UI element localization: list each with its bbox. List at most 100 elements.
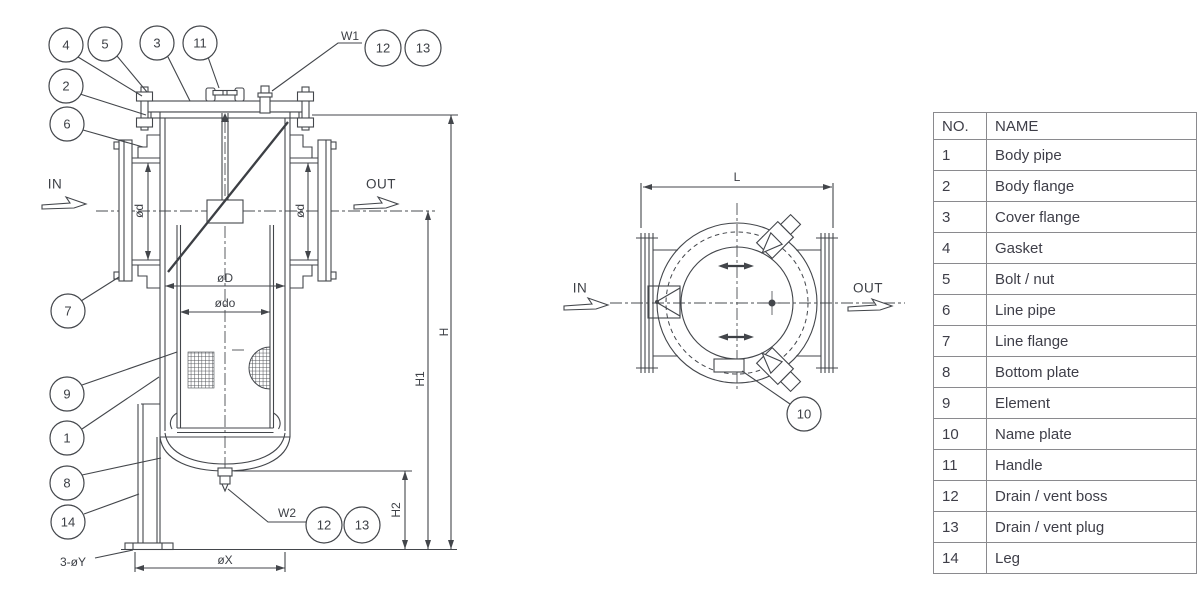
in-arrow-icon-top (563, 296, 610, 311)
balloon-3: 3 (139, 25, 175, 61)
w2-label: W2 (278, 506, 296, 520)
handle (205, 87, 245, 102)
drain-boss-w2 (217, 467, 233, 493)
out-arrow-icon (353, 195, 400, 210)
svg-text:3: 3 (153, 36, 160, 51)
balloon-2: 2 (48, 68, 84, 104)
svg-text:L: L (734, 170, 741, 184)
svg-text:ød: ød (132, 204, 146, 218)
svg-text:øX: øX (217, 553, 232, 567)
leg (124, 403, 174, 551)
svg-text:5: 5 (101, 37, 108, 52)
dim-d-left: ød (132, 163, 151, 260)
svg-text:H2: H2 (389, 502, 403, 518)
dim-h: H (312, 114, 458, 549)
front-view: IN OUT H H1 H2 (41, 25, 458, 572)
svg-text:14: 14 (61, 515, 75, 530)
svg-text:8: 8 (63, 476, 70, 491)
element-basket (169, 225, 281, 434)
svg-text:12: 12 (317, 518, 331, 533)
flow-out-top: OUT (847, 281, 894, 312)
vent-boss-w1 (257, 85, 273, 114)
mesh-dome (248, 346, 271, 390)
line-flange-right (317, 139, 337, 282)
balloon-11: 11 (182, 25, 218, 61)
bolt-right (296, 86, 315, 131)
dim-x: øX (134, 552, 286, 572)
svg-text:ød: ød (293, 204, 307, 218)
flange-left-top (636, 233, 678, 373)
in-arrow-icon (41, 195, 88, 210)
balloon-10: 10 (786, 396, 822, 432)
w1-label: W1 (341, 29, 359, 43)
balloon-9: 9 (49, 376, 85, 412)
balloon-12-bottom: 12 (305, 506, 343, 544)
dim-d-right: ød (293, 163, 311, 260)
drawing-svg: IN OUT H H1 H2 (41, 25, 905, 572)
leader-10 (741, 370, 791, 405)
svg-text:13: 13 (416, 41, 430, 56)
drain-center-mark (763, 291, 781, 315)
dim-d-basket: ødo (180, 296, 270, 315)
in-label-top: IN (573, 281, 588, 296)
svg-text:11: 11 (193, 36, 207, 51)
in-label: IN (48, 177, 63, 192)
drain-boss-top (755, 346, 802, 393)
line-pipe-right (290, 134, 318, 289)
vent-boss-top (755, 213, 802, 260)
bolt-left (135, 86, 154, 131)
svg-text:H: H (437, 328, 451, 337)
balloon-1: 1 (49, 420, 85, 456)
dim-h1: H1 (413, 211, 431, 549)
line-flange-left (113, 139, 133, 282)
balloon-4: 4 (48, 27, 84, 63)
balloon-14: 14 (50, 504, 86, 540)
svg-text:2: 2 (62, 79, 69, 94)
line-pipe-left (132, 134, 160, 289)
balloon-8: 8 (49, 465, 85, 501)
balloon-5: 5 (87, 26, 123, 62)
svg-text:3-øY: 3-øY (60, 555, 86, 569)
dim-d-big: øD (165, 271, 285, 289)
flow-in-top: IN (563, 281, 610, 311)
dim-h2: H2 (234, 470, 412, 549)
balloon-13-bottom: 13 (343, 506, 381, 544)
svg-text:6: 6 (63, 117, 70, 132)
svg-text:7: 7 (64, 304, 71, 319)
svg-text:øD: øD (217, 271, 233, 285)
col-header-no: NO. (933, 112, 987, 140)
out-label-top: OUT (853, 281, 883, 296)
parts-table-header: NO. NAME (933, 112, 1197, 140)
svg-text:4: 4 (62, 38, 69, 53)
svg-text:1: 1 (63, 431, 70, 446)
name-plate (713, 358, 745, 373)
svg-text:ødo: ødo (215, 296, 236, 310)
centerlines (96, 121, 435, 479)
out-label: OUT (366, 177, 396, 192)
balloon-7: 7 (50, 293, 86, 329)
body-pipe (159, 112, 291, 438)
svg-text:13: 13 (355, 518, 369, 533)
svg-text:H1: H1 (413, 371, 427, 387)
flange-right-top (796, 233, 838, 373)
flow-out: OUT (353, 177, 400, 210)
bolt-circle (665, 231, 809, 375)
balloon-12-top: 12 (364, 29, 402, 67)
element-diagonal (167, 121, 289, 273)
col-header-name: NAME (986, 112, 1197, 140)
out-arrow-icon-top (847, 297, 894, 312)
svg-text:10: 10 (797, 407, 811, 422)
